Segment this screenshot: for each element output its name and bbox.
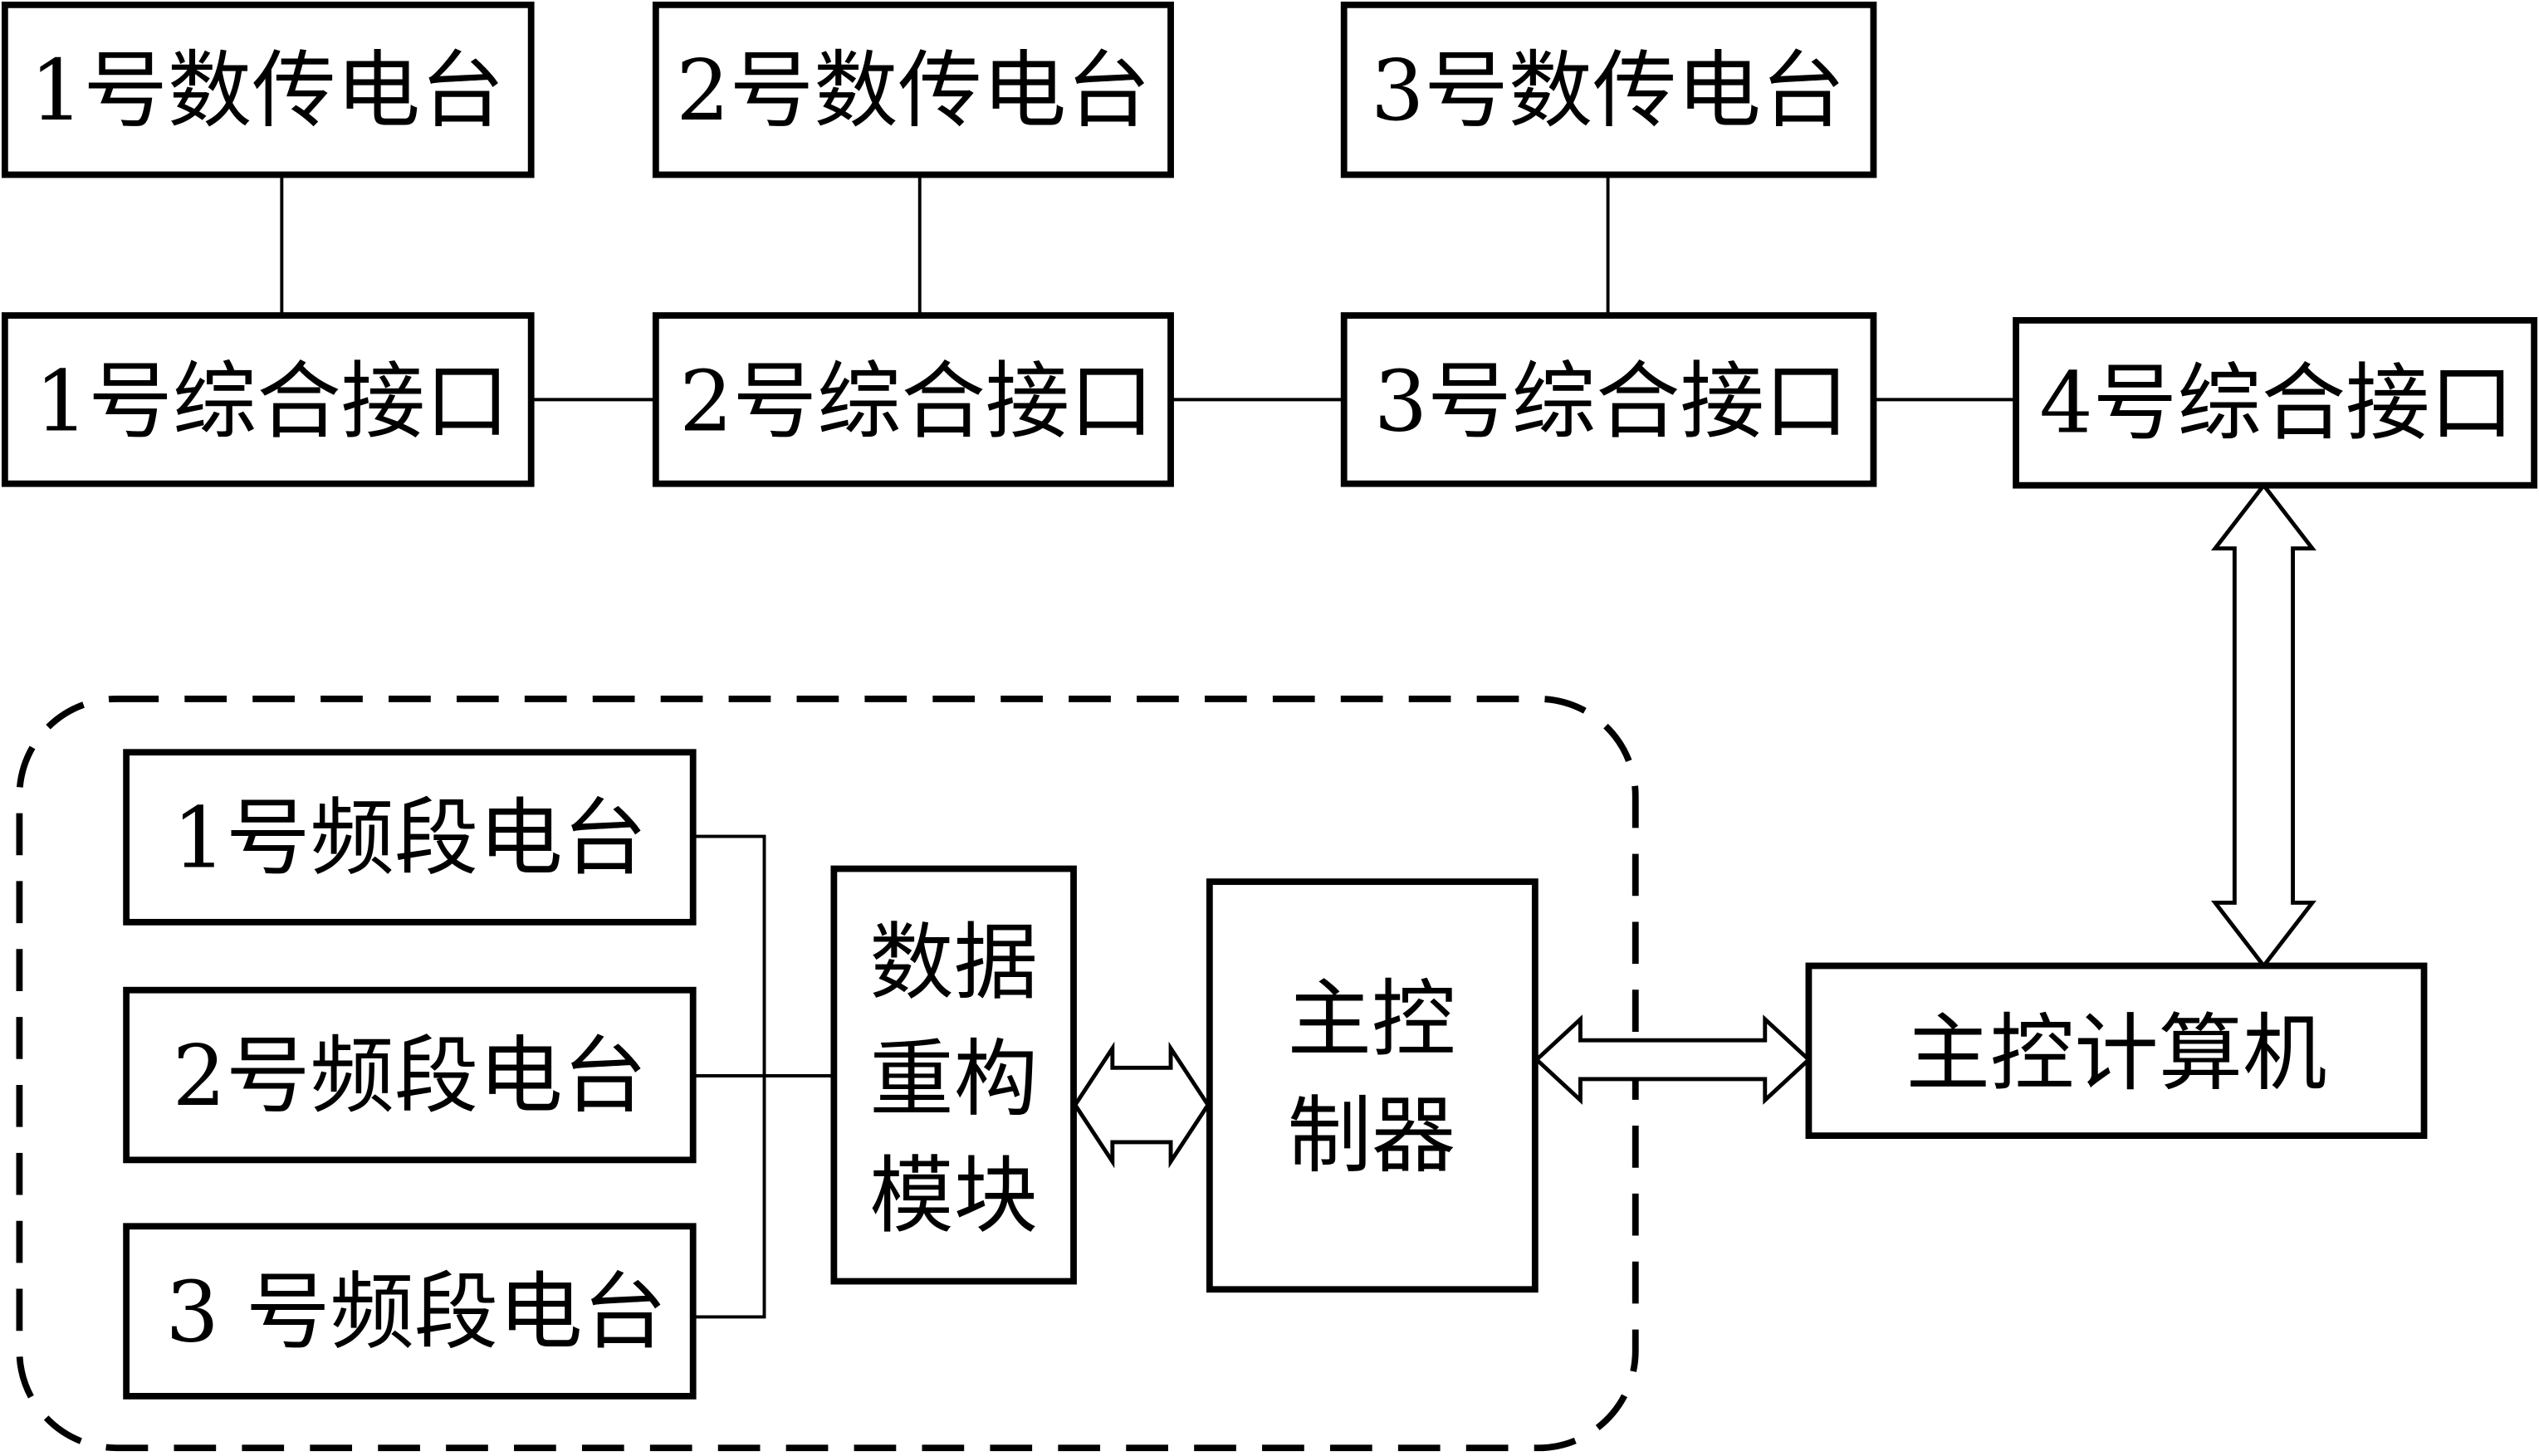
interface-1: 1号综合接口	[1, 312, 535, 487]
double-arrow-controller-computer	[1534, 1014, 1813, 1105]
data-radio-1-label: 1号数传电台	[30, 42, 504, 139]
reconstruct-line-1: 数据	[869, 914, 1038, 1012]
double-arrow-interface4-computer	[2210, 481, 2316, 970]
main-computer-label: 主控计算机	[1905, 1004, 2326, 1102]
interface-4: 4号综合接口	[2013, 316, 2538, 489]
data-radio-3: 3号数传电台	[1340, 1, 1877, 178]
band-radio-3: 3 号频段电台	[123, 1223, 697, 1400]
interface-2-label: 2号综合接口	[679, 352, 1153, 450]
reconstruct-line-3: 模块	[869, 1146, 1038, 1244]
interface-3-label: 3号综合接口	[1374, 352, 1848, 450]
data-radio-3-label: 3号数传电台	[1371, 42, 1845, 139]
interface-3: 3号综合接口	[1340, 312, 1877, 487]
interface-2: 2号综合接口	[652, 312, 1174, 487]
reconstruct-line-2: 重构	[869, 1030, 1038, 1128]
band-radio-2: 2号频段电台	[123, 986, 697, 1164]
main-controller: 主控 制器	[1206, 878, 1539, 1293]
data-radio-2-label: 2号数传电台	[676, 42, 1150, 139]
band-radio-1-label: 1号频段电台	[173, 789, 647, 887]
double-arrow-reconstruct-controller	[1073, 1041, 1211, 1169]
controller-line-1: 主控	[1287, 970, 1455, 1068]
main-computer: 主控计算机	[1805, 962, 2428, 1140]
band-radio-3-label: 3 号频段电台	[165, 1263, 667, 1361]
interface-1-label: 1号综合接口	[35, 352, 509, 450]
controller-line-2: 制器	[1287, 1087, 1455, 1185]
data-radio-1: 1号数传电台	[1, 1, 535, 178]
interface-4-label: 4号综合接口	[2039, 354, 2513, 452]
band-radio-1: 1号频段电台	[123, 749, 697, 926]
data-reconstruct-module: 数据 重构 模块	[830, 865, 1077, 1285]
data-radio-2: 2号数传电台	[652, 1, 1174, 178]
band-radio-2-label: 2号频段电台	[173, 1027, 647, 1125]
